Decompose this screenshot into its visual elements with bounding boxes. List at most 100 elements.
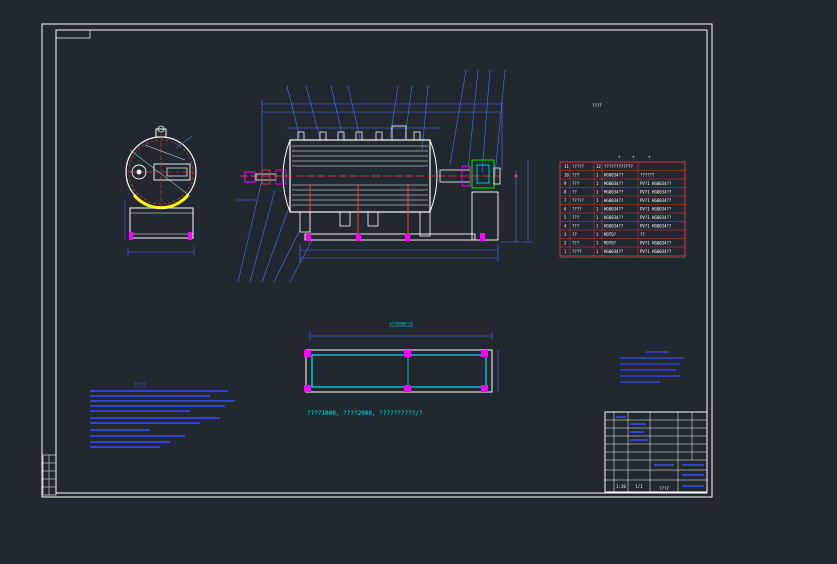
parts-list-cell: MOTO?: [604, 232, 617, 237]
parts-list-cell: 1: [596, 198, 599, 203]
parts-list-cell: HG0034??: [604, 198, 624, 203]
parts-list-cell: ???: [572, 173, 580, 178]
sheet-frame: [41, 23, 713, 498]
parts-list-cell: 6: [564, 207, 567, 212]
parts-list-caption: ????: [592, 103, 602, 108]
parts-list-cell: 1: [596, 181, 599, 186]
parts-list-row: 2??? 1 MOTO? PV?1 HG0034??: [560, 241, 685, 248]
parts-list-cell: 2: [564, 241, 567, 246]
title-block: ???? 1:20 1/1: [604, 411, 708, 493]
parts-list-cell: ???: [572, 181, 580, 186]
bottom-outlets: [299, 211, 431, 237]
end-view: [124, 125, 197, 256]
internal-supports: [309, 184, 409, 238]
parts-list-cell: ??: [572, 232, 577, 237]
parts-list-cell: 1: [596, 173, 599, 178]
parts-list-cell: HG0034??: [604, 173, 624, 178]
parts-list-cell: 4: [564, 224, 567, 229]
base-plan-view: ???? ????1000, ????2000, ??????????/?: [304, 322, 499, 417]
scale: 1:20: [616, 484, 626, 489]
parts-list-cell: ???: [572, 241, 580, 246]
anchor-bolts: [304, 350, 488, 392]
parts-list-cell: HG0034??: [604, 207, 624, 212]
top-nozzles: [297, 125, 421, 141]
requirement-lines: [90, 390, 235, 448]
parts-list-cell: ?????: [572, 164, 585, 169]
internal-tubes: [292, 145, 428, 206]
side-notes: [620, 351, 684, 383]
parts-list-cell: PV?1 HG0034??: [640, 249, 672, 254]
parts-list-cell: 1: [596, 224, 599, 229]
parts-list-cell: ????????????: [604, 164, 633, 169]
parts-list-cell: HG0034??: [604, 190, 624, 195]
parts-list-cell: 3: [564, 232, 567, 237]
parts-list-cell: 1: [596, 215, 599, 220]
parts-list-cell: ??????: [640, 173, 655, 178]
parts-list-cell: 9: [564, 181, 567, 186]
left-stamp-column: [42, 454, 57, 496]
parts-list-cell: HG0034??: [604, 215, 624, 220]
parts-list-cell: HG0034??: [604, 224, 624, 229]
parts-list-row: 4??? 1 HG0034?? PV?1 HG0034??: [560, 224, 685, 231]
parts-list-row: 1???? 1 HG0034?? PV?1 HG0034??: [560, 249, 685, 256]
drive-pedestal: [471, 191, 499, 241]
parts-list-cell: 7: [564, 198, 567, 203]
parts-list-cell: ?????: [572, 198, 585, 203]
top-dimensions: [261, 100, 503, 180]
end-view-stand: [129, 207, 194, 239]
parts-list-cell: PV?1 HG0034??: [640, 190, 672, 195]
parts-list-row: 7????? 1 HG0034?? PV?1 HG0034??: [560, 198, 685, 205]
parts-list-cell: HG0034??: [604, 249, 624, 254]
sheet-number: 1/1: [635, 484, 643, 489]
plan-note: ????1000, ????2000, ??????????/?: [307, 410, 423, 417]
parts-list-cell: 12: [596, 164, 601, 169]
parts-list-cell: 1: [596, 232, 599, 237]
motor: [471, 159, 495, 189]
parts-list-cell: 5: [564, 215, 567, 220]
drive-assembly: [439, 159, 518, 189]
parts-list-cell: ????: [572, 207, 582, 212]
parts-list-row: 3?? 1 MOTO???: [560, 232, 685, 239]
parts-list-row: 11????? 12????????????: [560, 164, 685, 171]
parts-header-cell: +: [632, 154, 635, 159]
drawing-number-box: [55, 29, 91, 39]
plan-dimension: ????: [396, 322, 406, 327]
parts-list-row: 6???? 1 HG0034?? PV?1 HG0034??: [560, 207, 685, 214]
parts-list-cell: MOTO?: [604, 241, 617, 246]
parts-list-cell: 10: [564, 173, 569, 178]
parts-list-cell: 1: [564, 249, 567, 254]
parts-list-row: 10??? 1 HG0034????????: [560, 173, 685, 180]
parts-list-cell: ??: [572, 190, 577, 195]
parts-list-cell: PV?1 HG0034??: [640, 181, 672, 186]
title-block-text: [616, 416, 704, 487]
requirements-title: ?????: [134, 382, 147, 387]
parts-list-cell: ???: [572, 224, 580, 229]
bottom-dimensions: [299, 244, 499, 262]
parts-list-cell: PV?1 HG0034??: [640, 224, 672, 229]
parts-list-cell: 1: [596, 207, 599, 212]
parts-list-row: 9??? 1 HG0034?? PV?1 HG0034??: [560, 181, 685, 188]
technical-requirements: ?????: [90, 382, 235, 448]
parts-list-cell: 1: [596, 249, 599, 254]
parts-list-cell: PV?1 HG0034??: [640, 207, 672, 212]
front-view: [236, 69, 532, 283]
inlet-assembly: [244, 169, 287, 185]
parts-header-cell: +: [618, 154, 621, 159]
right-dimensions: [500, 160, 532, 243]
parts-list-cell: 1: [596, 241, 599, 246]
parts-list-cell: PV?1 HG0034??: [640, 215, 672, 220]
parts-list-cell: 11: [564, 164, 569, 169]
parts-list-cell: PV?1 HG0034??: [640, 198, 672, 203]
drawing-name: ????: [659, 486, 669, 491]
parts-list-cell: ??: [640, 232, 645, 237]
parts-header-cell: +: [648, 154, 651, 159]
parts-list-cell: 1: [596, 190, 599, 195]
parts-list-cell: ????: [572, 249, 582, 254]
base-frame: [304, 233, 476, 241]
parts-list-cell: PV?1 HG0034??: [640, 241, 672, 246]
parts-list-cell: HG0034??: [604, 181, 624, 186]
